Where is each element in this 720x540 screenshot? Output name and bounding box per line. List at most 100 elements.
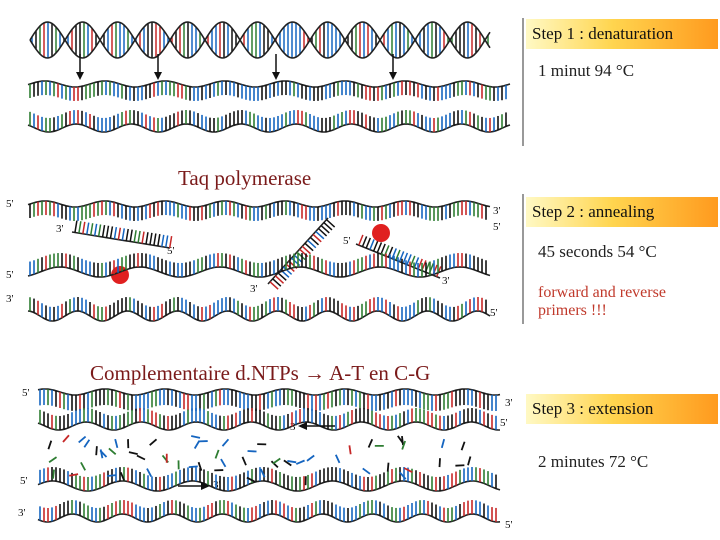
- dna-backbone: [27, 80, 511, 88]
- nucleotide-base: [129, 229, 133, 242]
- strand-end-label: 3': [493, 205, 501, 217]
- free-nucleotide: [128, 451, 138, 455]
- free-nucleotide: [259, 468, 266, 478]
- nucleotide-base: [376, 242, 383, 253]
- nucleotide-base: [277, 272, 287, 281]
- nucleotide-base: [315, 230, 325, 240]
- dna-backbone: [37, 388, 501, 396]
- strand-end-label: 5': [22, 387, 30, 399]
- nucleotide-base: [125, 228, 129, 241]
- strand-end-label: 5': [505, 519, 513, 531]
- strand-end-label: 3': [250, 283, 258, 295]
- nucleotide-base: [309, 236, 320, 246]
- polymerase-enzyme: [372, 224, 390, 242]
- extension-panel: 5' 3' 5' 3' 5' 3' 3' 5' Step 3 : extensi…: [0, 382, 720, 540]
- strand-end-label: 3': [505, 397, 513, 409]
- nucleotide-base: [365, 237, 372, 249]
- free-nucleotide: [246, 476, 256, 483]
- free-nucleotide: [460, 441, 466, 451]
- strand-end-label: 5': [6, 269, 14, 281]
- strand-end-label: 5': [500, 417, 508, 429]
- dntps-caption: Complementaire d.NTPs → A-T en C-G: [90, 361, 431, 385]
- nucleotide-base: [304, 242, 314, 252]
- dna-backbone: [29, 21, 491, 59]
- nucleotide-base: [312, 233, 322, 243]
- denaturation-panel: Step 1 : denaturation 1 minut 94 °C: [0, 0, 720, 148]
- strand-end-label: 3': [442, 275, 450, 287]
- free-nucleotide: [62, 434, 70, 443]
- strand-end-label: 5': [6, 198, 14, 210]
- free-nucleotide: [107, 474, 117, 477]
- step-2-condition: 45 seconds 54 °C: [538, 242, 657, 261]
- dna-backbone: [29, 21, 491, 59]
- free-nucleotide: [241, 456, 247, 466]
- panel-divider: [522, 18, 524, 146]
- strand-end-label: 5': [493, 221, 501, 233]
- nucleotide-base: [413, 257, 420, 268]
- nucleotide-base: [105, 225, 110, 238]
- step-1-label: Step 1 : denaturation: [526, 19, 718, 49]
- nucleotide-base: [161, 234, 165, 247]
- free-nucleotide: [149, 438, 158, 446]
- nucleotide-base: [165, 235, 169, 248]
- nucleotide-base: [387, 246, 394, 258]
- denaturation-illustration: [27, 21, 511, 133]
- free-nucleotide: [401, 440, 406, 450]
- annealing-panel: 5' 3' 5' 3' 5' 5' 3' 3' 5' 3' 5' Step 2 …: [0, 178, 720, 328]
- nucleotide-base: [145, 232, 149, 245]
- free-nucleotide: [99, 449, 108, 458]
- primers-note: forward and reverse primers !!!: [538, 284, 666, 319]
- dna-backbone: [37, 513, 501, 523]
- strand-end-label: 5': [490, 307, 498, 319]
- nucleotide-base: [101, 225, 106, 238]
- nucleotide-base: [326, 219, 336, 228]
- nucleotide-base: [82, 221, 86, 234]
- nucleotide-base: [274, 275, 285, 284]
- free-nucleotide: [190, 435, 201, 439]
- dna-backbone: [71, 231, 171, 249]
- nucleotide-base: [137, 230, 141, 243]
- free-nucleotide: [136, 454, 146, 461]
- nucleotide-base: [117, 227, 122, 240]
- nucleotide-base: [272, 278, 282, 287]
- process-arrow-head: [154, 72, 162, 80]
- process-arrow-head: [76, 72, 84, 80]
- free-nucleotide: [295, 459, 305, 465]
- nucleotide-base: [307, 239, 317, 249]
- nucleotide-base: [320, 224, 330, 234]
- free-nucleotide: [193, 440, 201, 449]
- free-nucleotide: [47, 440, 53, 450]
- nucleotide-base: [109, 226, 114, 239]
- strand-end-label: 3': [56, 223, 64, 235]
- free-nucleotide: [95, 446, 98, 456]
- nucleotide-base: [301, 245, 311, 255]
- process-arrow-head: [389, 72, 397, 80]
- free-nucleotide: [197, 461, 203, 471]
- nucleotide-base: [395, 249, 401, 261]
- strand-end-label: 3': [6, 293, 14, 305]
- free-nucleotide: [188, 465, 198, 468]
- free-nucleotide: [287, 460, 297, 464]
- free-nucleotide: [399, 471, 407, 480]
- free-nucleotide: [467, 456, 472, 466]
- nucleotide-base: [269, 281, 279, 290]
- free-nucleotide: [397, 435, 404, 444]
- free-nucleotide: [221, 438, 230, 447]
- nucleotide-base: [113, 226, 118, 240]
- free-nucleotide: [52, 469, 55, 479]
- nucleotide-base: [149, 232, 153, 245]
- strand-end-label: 5': [20, 475, 28, 487]
- nucleotide-base: [402, 252, 409, 264]
- step-1-condition: 1 minut 94 °C: [538, 61, 635, 80]
- nucleotide-base: [153, 233, 157, 246]
- nucleotide-base: [361, 236, 368, 247]
- process-arrow-head: [298, 422, 307, 430]
- nucleotide-base: [74, 220, 78, 233]
- nucleotide-base: [93, 223, 98, 236]
- free-nucleotide: [214, 449, 220, 459]
- free-nucleotide: [438, 458, 441, 468]
- free-nucleotide: [146, 468, 152, 478]
- free-nucleotide: [83, 439, 91, 448]
- annealing-illustration: 5' 3' 5' 3' 5' 5' 3' 3' 5' 3' 5': [6, 198, 501, 322]
- free-nucleotide: [119, 471, 126, 481]
